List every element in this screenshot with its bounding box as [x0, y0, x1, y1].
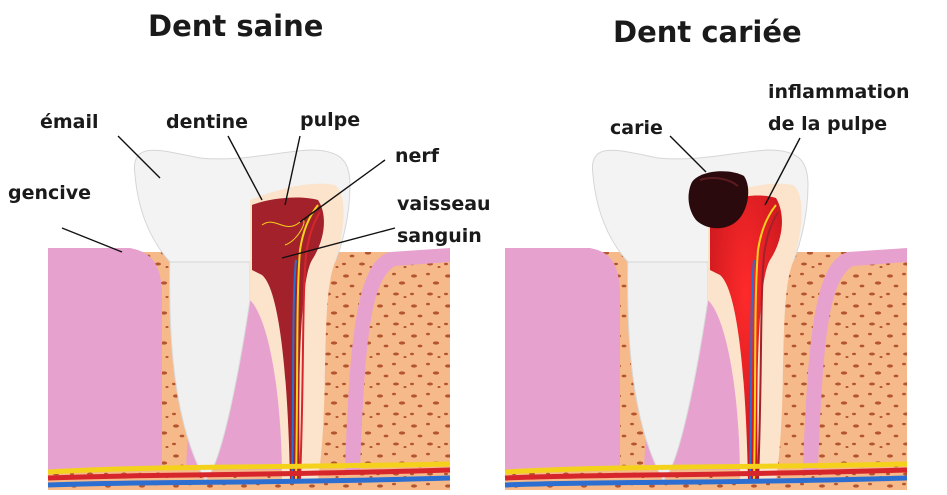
- label-carie: carie: [610, 117, 663, 139]
- label-email: émail: [40, 111, 99, 133]
- title-decayed: Dent cariée: [613, 15, 802, 49]
- label-vaisseau-line2: sanguin: [397, 225, 482, 247]
- label-vaisseau-line1: vaisseau: [397, 193, 491, 215]
- decayed-tooth-illustration: [505, 150, 907, 490]
- label-dentine: dentine: [166, 111, 248, 133]
- healthy-tooth-illustration: [48, 150, 450, 490]
- label-nerf: nerf: [395, 145, 440, 167]
- label-inflammation-line1: inflammation: [768, 81, 910, 103]
- label-pulpe: pulpe: [300, 109, 360, 131]
- label-inflammation-line2: de la pulpe: [768, 113, 887, 135]
- title-healthy: Dent saine: [148, 9, 323, 43]
- label-gencive: gencive: [8, 182, 91, 204]
